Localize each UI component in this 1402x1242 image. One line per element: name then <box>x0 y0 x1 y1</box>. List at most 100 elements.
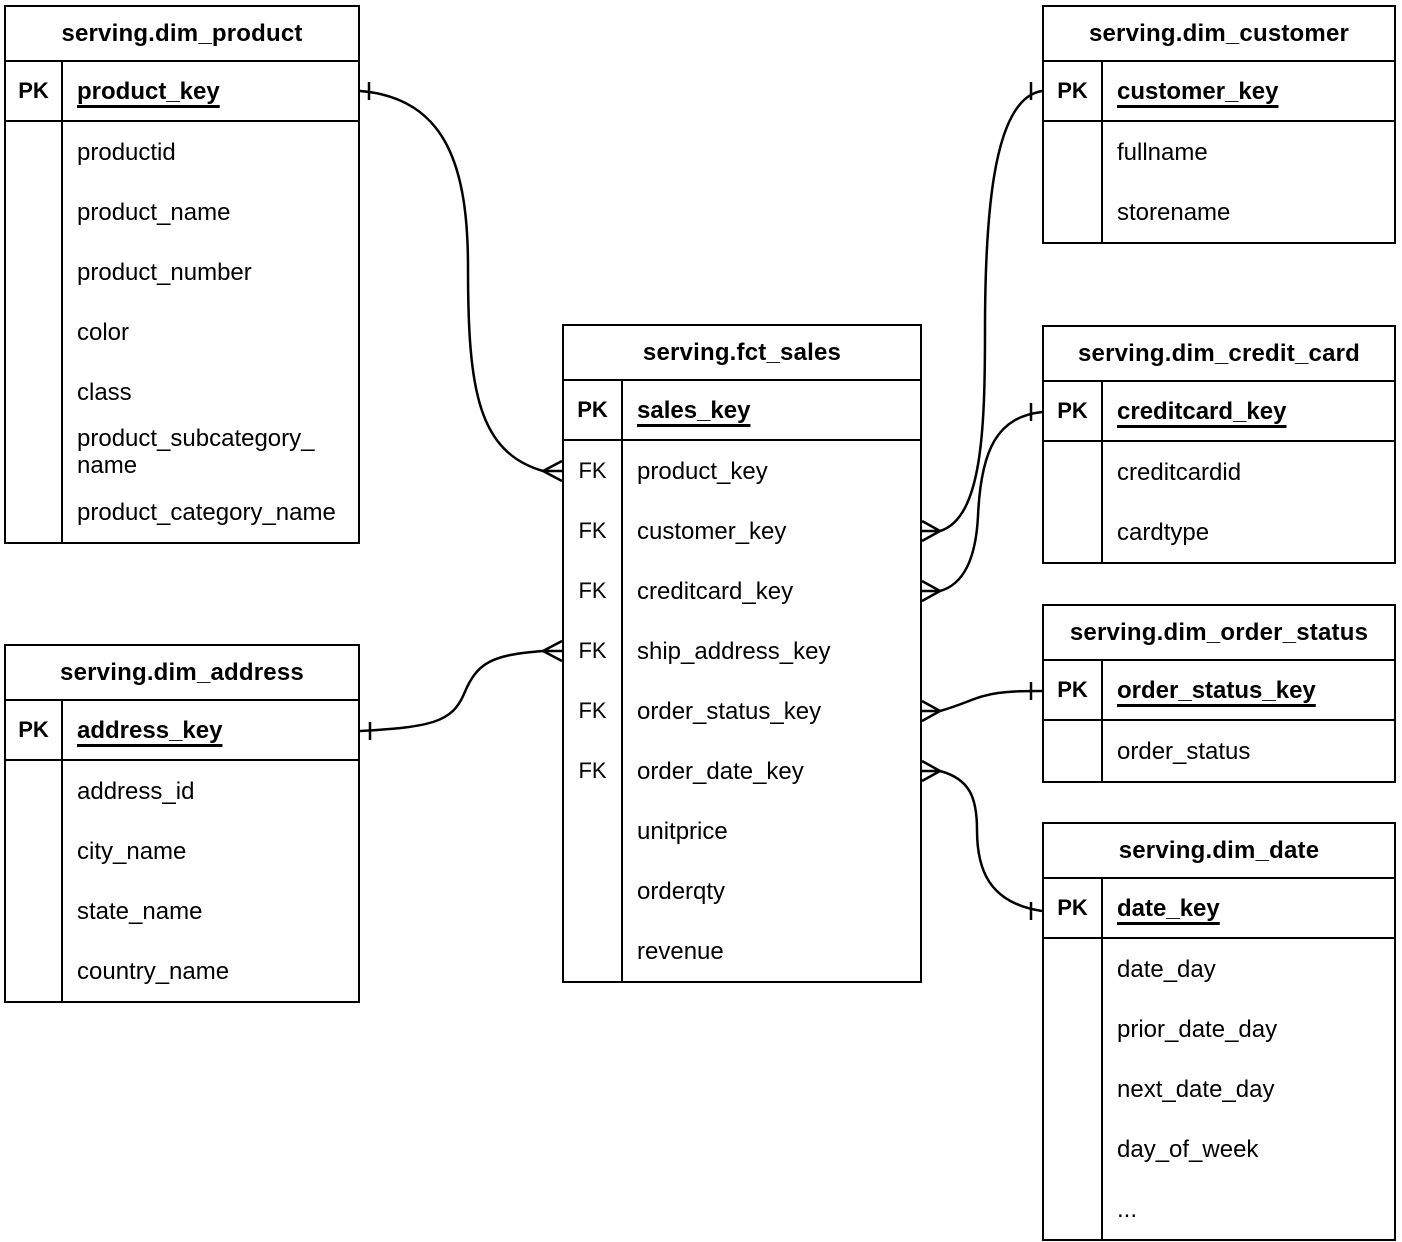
key-cell-empty <box>564 861 623 921</box>
crow-foot-many-icon <box>542 459 563 483</box>
table-title: serving.dim_date <box>1044 824 1394 879</box>
field-name: ... <box>1117 1195 1138 1223</box>
field-name: order_status_key <box>637 697 822 725</box>
relationship-line <box>939 769 1043 913</box>
pk-field-name: date_key <box>1103 879 1394 937</box>
field-row: product_subcategory_ name <box>6 422 358 482</box>
field-row: color <box>6 302 358 362</box>
key-cell-empty <box>1044 502 1103 562</box>
primary-key-row: PK address_key <box>6 701 358 761</box>
field-row: address_id <box>6 761 358 821</box>
key-cell-empty <box>6 941 63 1001</box>
key-cell-empty <box>6 302 63 362</box>
key-cell-empty <box>6 362 63 422</box>
field-name: creditcard_key <box>637 577 794 605</box>
field-row: order_status <box>1044 721 1394 781</box>
key-cell-empty <box>1044 999 1103 1059</box>
field-row: product_category_name <box>6 482 358 542</box>
field-name: orderqty <box>637 877 726 905</box>
field-name: product_category_name <box>77 498 336 526</box>
key-cell-empty <box>1044 1179 1103 1239</box>
pk-field-name: product_key <box>63 62 358 120</box>
field-name: unitprice <box>637 817 728 845</box>
relationship-fct-ship-address <box>359 639 563 740</box>
crow-foot-many-icon <box>921 759 941 783</box>
field-name: prior_date_day <box>1117 1015 1278 1043</box>
field-row: next_date_day <box>1044 1059 1394 1119</box>
field-name: productid <box>77 138 176 166</box>
field-name: color <box>77 318 130 346</box>
crow-foot-many-icon <box>921 699 941 723</box>
table-title: serving.dim_address <box>6 646 358 701</box>
relationship-fct-customer <box>921 82 1043 543</box>
key-cell-empty <box>1044 1059 1103 1119</box>
key-cell-empty <box>6 242 63 302</box>
pk-badge: PK <box>1044 661 1103 719</box>
relationship-line <box>359 649 544 733</box>
field-name: day_of_week <box>1117 1135 1259 1163</box>
field-name: date_day <box>1117 955 1216 983</box>
key-cell-empty <box>1044 442 1103 502</box>
pk-badge: PK <box>6 62 63 120</box>
relationship-fct-creditcard <box>921 403 1043 603</box>
field-row: product_number <box>6 242 358 302</box>
key-cell-empty <box>1044 182 1103 242</box>
relationship-fct-product <box>359 82 563 483</box>
field-row: fullname <box>1044 122 1394 182</box>
table-title: serving.dim_customer <box>1044 7 1394 62</box>
pk-field-label: address_key <box>77 716 223 744</box>
field-row: revenue <box>564 921 920 981</box>
primary-key-row: PK customer_key <box>1044 62 1394 122</box>
pk-field-name: sales_key <box>623 381 920 439</box>
pk-badge: PK <box>564 381 623 439</box>
field-name: class <box>77 378 132 406</box>
key-cell-empty <box>564 801 623 861</box>
field-row: productid <box>6 122 358 182</box>
pk-badge: PK <box>1044 879 1103 937</box>
key-cell-empty <box>1044 721 1103 781</box>
field-row: cardtype <box>1044 502 1394 562</box>
pk-badge: PK <box>6 701 63 759</box>
field-name: country_name <box>77 957 230 985</box>
field-row: class <box>6 362 358 422</box>
field-name: customer_key <box>637 517 787 545</box>
field-name: address_id <box>77 777 195 805</box>
key-cell-empty <box>564 921 623 981</box>
field-name: creditcardid <box>1117 458 1242 486</box>
field-row: state_name <box>6 881 358 941</box>
field-name: order_status <box>1117 737 1251 765</box>
field-row: storename <box>1044 182 1394 242</box>
pk-field-label: customer_key <box>1117 77 1279 105</box>
fk-badge: FK <box>564 441 623 501</box>
table-title: serving.dim_credit_card <box>1044 327 1394 382</box>
pk-field-label: order_status_key <box>1117 676 1316 704</box>
fk-badge: FK <box>564 561 623 621</box>
field-name: product_subcategory_ name <box>77 425 315 479</box>
field-name: revenue <box>637 937 724 965</box>
field-row: country_name <box>6 941 358 1001</box>
field-name: product_name <box>77 198 231 226</box>
key-cell-empty <box>1044 1119 1103 1179</box>
crow-foot-many-icon <box>542 639 563 663</box>
field-row: unitprice <box>564 801 920 861</box>
table-title: serving.dim_product <box>6 7 358 62</box>
field-name: city_name <box>77 837 187 865</box>
field-row: product_name <box>6 182 358 242</box>
field-row: day_of_week <box>1044 1119 1394 1179</box>
field-row: date_day <box>1044 939 1394 999</box>
pk-field-label: date_key <box>1117 894 1220 922</box>
pk-badge: PK <box>1044 382 1103 440</box>
primary-key-row: PK order_status_key <box>1044 661 1394 721</box>
pk-badge: PK <box>1044 62 1103 120</box>
